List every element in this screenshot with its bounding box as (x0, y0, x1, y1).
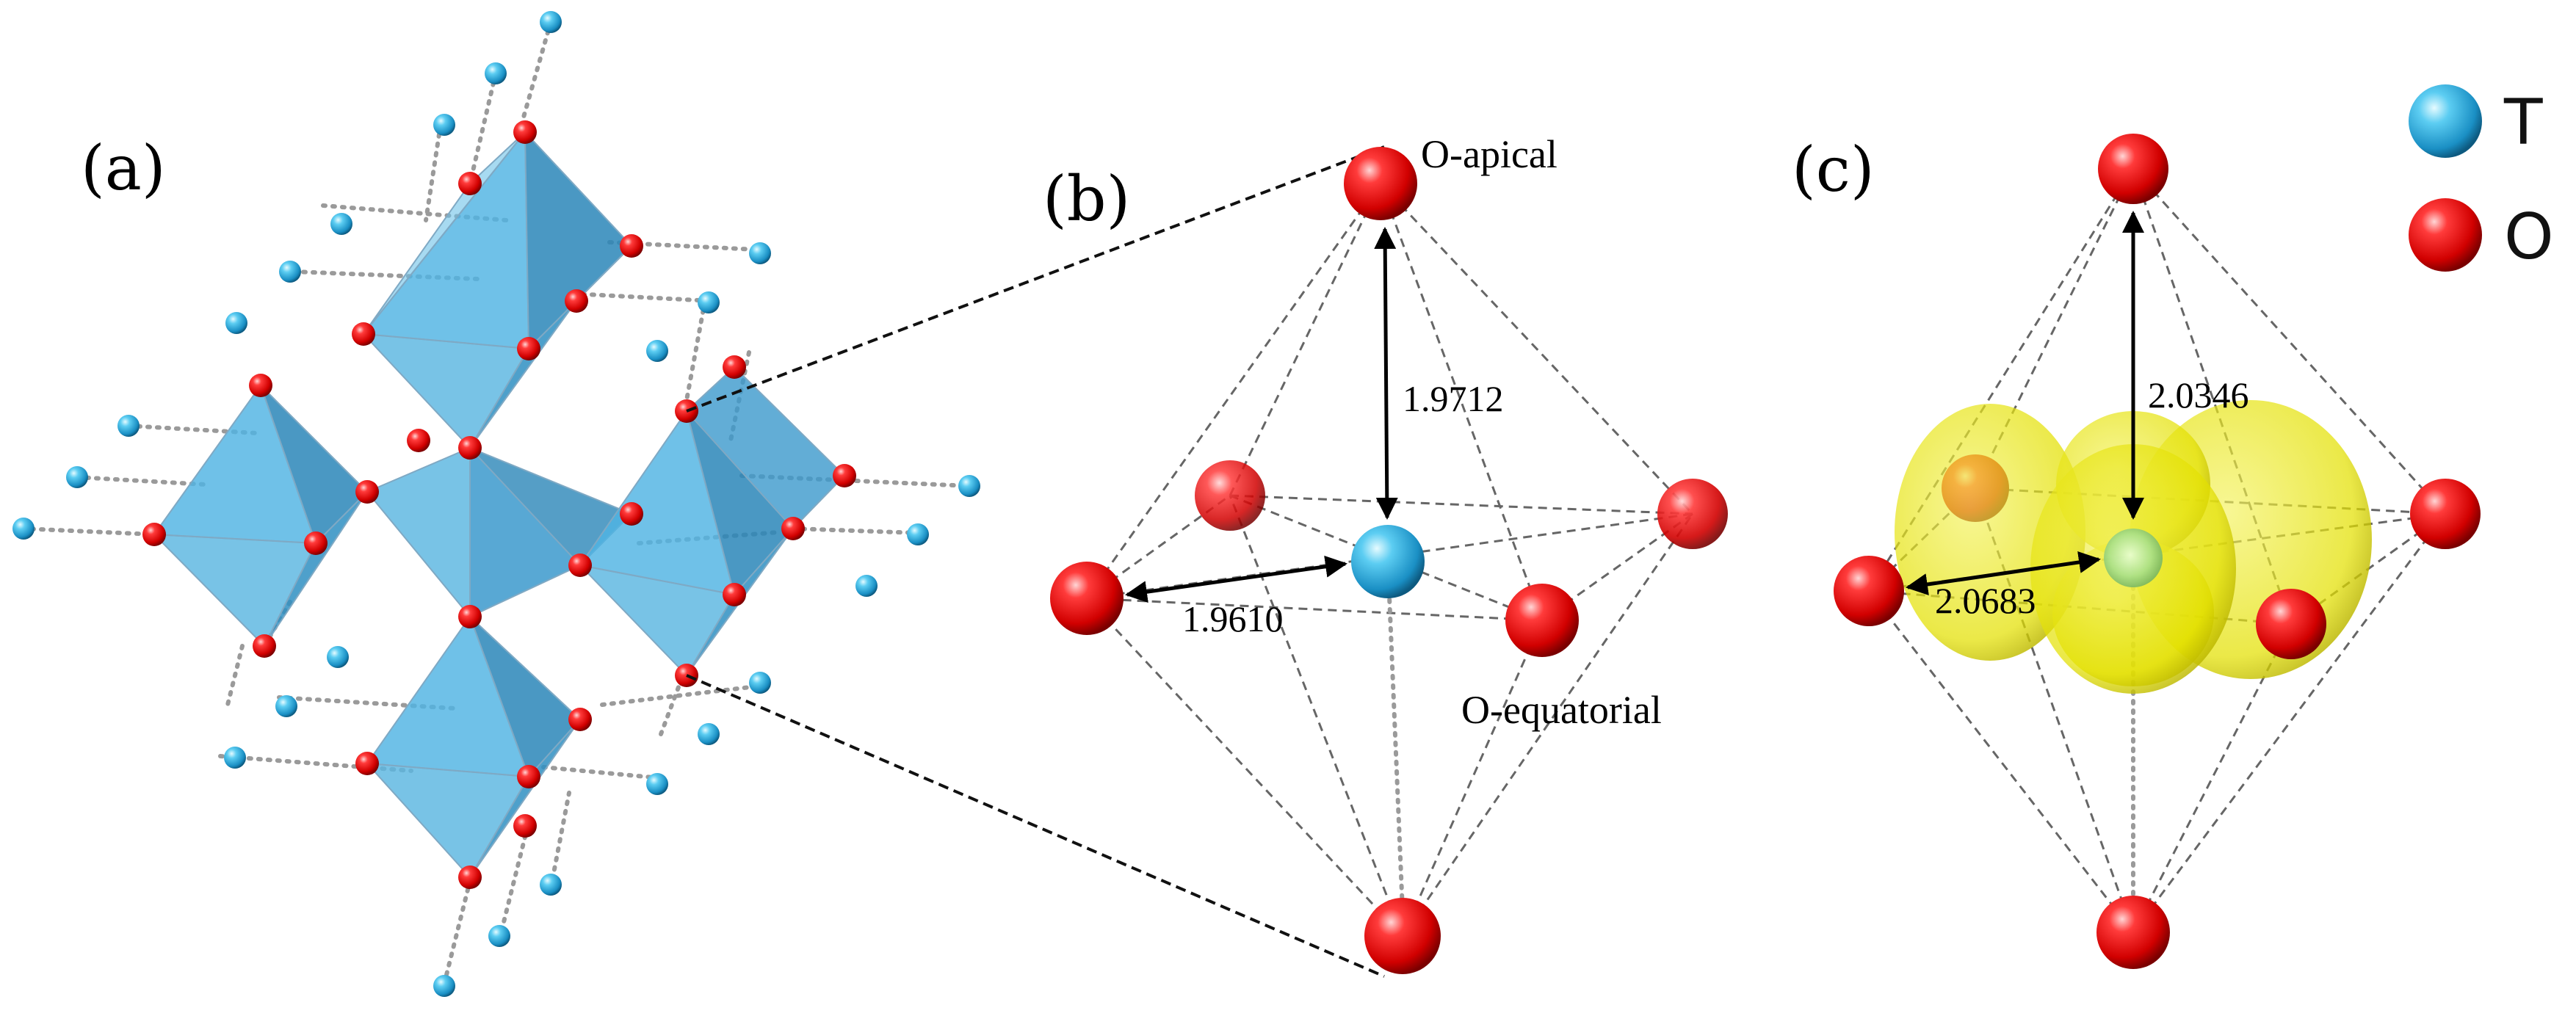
o-atoms-octahedron-c (1834, 134, 2481, 969)
zoom-lines (686, 145, 1385, 978)
apical-bond-length-b: 1.9712 (1403, 378, 1504, 419)
o-atoms-octahedron-b (1050, 147, 1728, 974)
equatorial-bond-length-b: 1.9610 (1182, 598, 1284, 639)
legend-o-swatch (2409, 198, 2482, 272)
panel-b-label: (b) (1043, 163, 1130, 235)
octahedron (365, 614, 582, 879)
equatorial-bond-arrow-c (1906, 551, 2101, 595)
t-atom-center-b (1351, 525, 1425, 598)
apical-bond-length-c: 2.0346 (2148, 374, 2249, 416)
legend-t-swatch (2409, 84, 2482, 158)
octahedron (578, 366, 846, 677)
apical-bond-arrow-b (1374, 227, 1398, 520)
panel-c: (c) (1792, 134, 2481, 969)
legend-t-label: T (2503, 86, 2543, 159)
equatorial-bond-arrow-b (1125, 555, 1347, 603)
octahedron (361, 130, 633, 449)
legend-o-label: O (2504, 200, 2554, 274)
panel-a: (a) (12, 11, 980, 997)
panel-b: (b) O-apic (1043, 132, 1728, 974)
octahedron (152, 383, 369, 647)
panel-a-label: (a) (81, 132, 166, 204)
o-equatorial-label: O-equatorial (1461, 688, 1662, 732)
o-atoms-lattice (142, 120, 856, 889)
legend: T O (2409, 84, 2554, 274)
tio6-octahedra (152, 130, 846, 879)
panel-c-label: (c) (1792, 134, 1875, 206)
t-atom-center-c (2104, 529, 2163, 587)
t-atoms-lattice (12, 11, 980, 997)
octahedron-wireframe (1085, 182, 1694, 937)
equatorial-bond-length-c: 2.0683 (1935, 580, 2036, 621)
octahedron (366, 446, 633, 619)
o-apical-label: O-apical (1421, 132, 1557, 176)
